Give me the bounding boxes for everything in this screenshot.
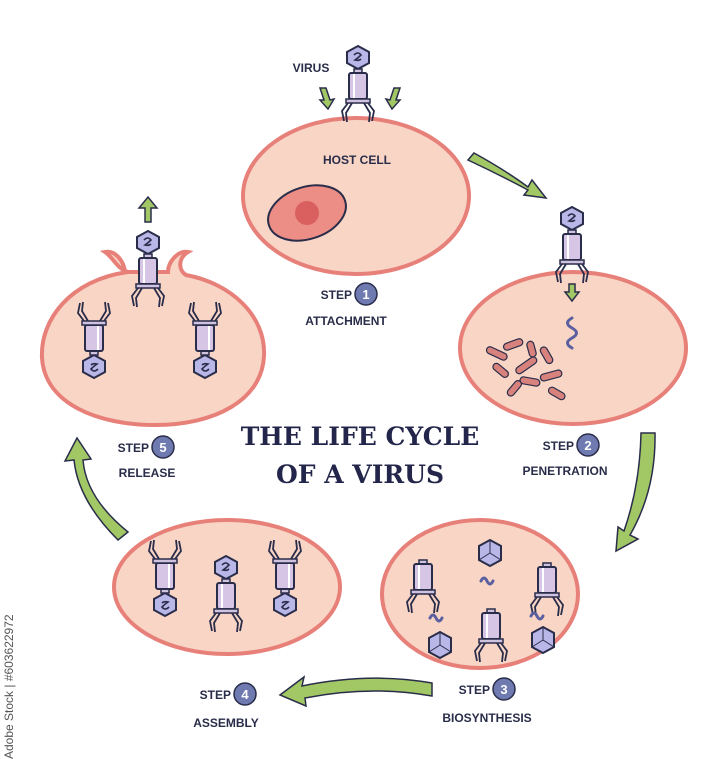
step-5-label: STEP 5 RELEASE [118, 435, 176, 480]
biosynthesis-cell [380, 518, 580, 670]
attach-arrow-right [384, 87, 402, 111]
step-2-label: STEP 2 PENETRATION [522, 433, 608, 478]
step-3-name: BIOSYNTHESIS [442, 711, 531, 725]
step-1-number: 1 [362, 287, 369, 302]
diagram-title-line-2: OF A VIRUS [276, 460, 444, 489]
release-arrow [137, 195, 159, 223]
step-4-badge [233, 682, 257, 706]
cycle-arrow-2-to-3 [615, 432, 656, 553]
step-1-badge [354, 282, 378, 306]
cycle-arrow-3-to-4 [278, 675, 433, 708]
step-3-badge [492, 677, 516, 701]
nucleolus [295, 201, 319, 225]
host-cell [241, 116, 471, 276]
step-2-name: PENETRATION [522, 464, 607, 478]
step-3-label: STEP 3 BIOSYNTHESIS [442, 677, 532, 725]
step-5-badge [151, 435, 175, 459]
step-2-word: STEP [543, 439, 574, 453]
step-4-label: STEP 4 ASSEMBLY [193, 682, 259, 730]
virus-label: VIRUS [293, 61, 330, 75]
step-1-label: STEP 1 ATTACHMENT [305, 282, 387, 328]
diagram-title-line-1: THE LIFE CYCLE [241, 422, 480, 451]
step-5-word: STEP [118, 441, 149, 455]
penetration-cell [458, 270, 688, 426]
host-cell-label: HOST CELL [323, 153, 391, 167]
step-3-word: STEP [459, 683, 490, 697]
step-1-word: STEP [321, 288, 352, 302]
attaching-virus-icon [341, 45, 375, 123]
step-4-number: 4 [241, 687, 249, 702]
step-2-badge [576, 433, 600, 457]
step-2-number: 2 [584, 438, 591, 453]
step-5-number: 5 [159, 440, 166, 455]
attach-arrow-left [318, 87, 336, 111]
step-3-number: 3 [500, 682, 507, 697]
step-1-name: ATTACHMENT [305, 314, 387, 328]
inject-arrow [563, 283, 581, 303]
stock-watermark: Adobe Stock | #603622972 [2, 614, 16, 759]
cycle-arrow-1-to-2 [466, 152, 548, 199]
assembly-cell [112, 518, 342, 656]
step-4-word: STEP [200, 688, 231, 702]
release-cell [39, 249, 267, 428]
cycle-arrow-4-to-5 [63, 436, 130, 542]
step-5-name: RELEASE [119, 466, 176, 480]
step-4-name: ASSEMBLY [193, 716, 259, 730]
